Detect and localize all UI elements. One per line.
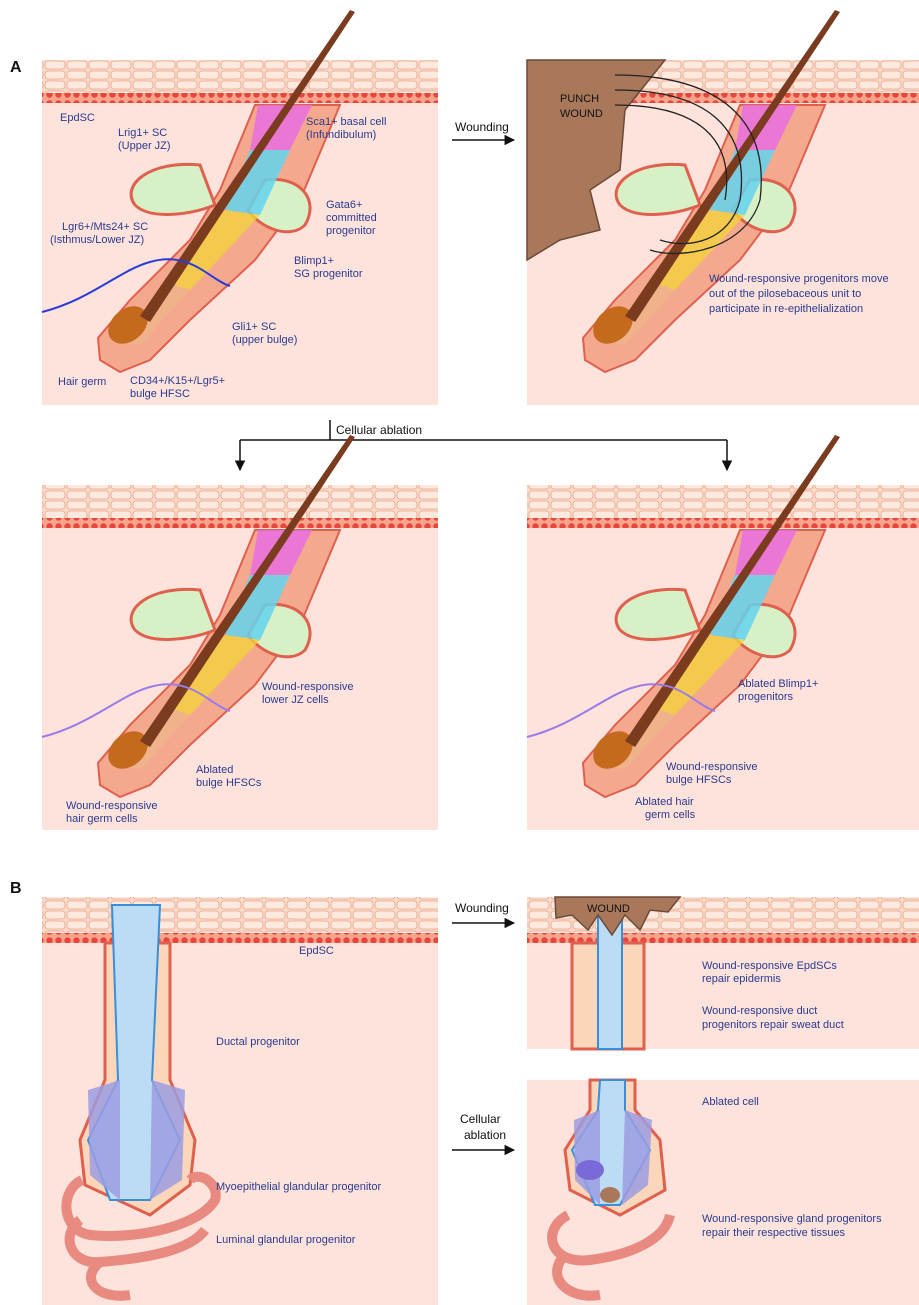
svg-text:lower JZ cells: lower JZ cells (262, 694, 329, 706)
svg-text:WOUND: WOUND (560, 108, 603, 120)
svg-text:Wound-responsive: Wound-responsive (666, 761, 758, 773)
svg-text:EpdSC: EpdSC (299, 945, 334, 957)
panel-a-label: A (10, 59, 22, 76)
svg-text:Cellular: Cellular (460, 1112, 501, 1126)
svg-text:(Upper JZ): (Upper JZ) (118, 140, 171, 152)
svg-text:Wound-responsive progenitors m: Wound-responsive progenitors move (709, 273, 889, 285)
svg-text:Wound-responsive: Wound-responsive (262, 681, 354, 693)
svg-text:Myoepithelial glandular progen: Myoepithelial glandular progenitor (216, 1181, 381, 1193)
svg-text:Wounding: Wounding (455, 120, 509, 134)
svg-text:Wound-responsive duct: Wound-responsive duct (702, 1005, 817, 1017)
svg-text:repair their respective tissue: repair their respective tissues (702, 1227, 846, 1239)
svg-text:(Infundibulum): (Infundibulum) (306, 129, 376, 141)
svg-text:WOUND: WOUND (587, 903, 630, 915)
arrow-wounding-b: Wounding (452, 901, 514, 923)
svg-text:Lgr6+/Mts24+ SC: Lgr6+/Mts24+ SC (62, 221, 148, 233)
svg-text:Wounding: Wounding (455, 901, 509, 915)
panel-a-bottom-left (42, 435, 438, 830)
svg-text:out of the pilosebaceous unit: out of the pilosebaceous unit to (709, 288, 861, 300)
svg-text:bulge HFSCs: bulge HFSCs (666, 774, 732, 786)
svg-text:repair epidermis: repair epidermis (702, 973, 781, 985)
svg-text:Sca1+ basal cell: Sca1+ basal cell (306, 116, 386, 128)
arrow-wounding-a: Wounding (452, 120, 514, 140)
svg-text:ablation: ablation (464, 1128, 506, 1142)
svg-text:Ablated: Ablated (196, 764, 233, 776)
svg-text:PUNCH: PUNCH (560, 93, 599, 105)
svg-text:Cellular ablation: Cellular ablation (336, 423, 422, 437)
panel-a-top-right (527, 10, 919, 405)
svg-text:hair germ cells: hair germ cells (66, 813, 138, 825)
svg-text:Ablated cell: Ablated cell (702, 1096, 759, 1108)
svg-text:(upper bulge): (upper bulge) (232, 334, 297, 346)
svg-text:SG progenitor: SG progenitor (294, 268, 363, 280)
svg-text:bulge HFSC: bulge HFSC (130, 388, 190, 400)
svg-text:EpdSC: EpdSC (60, 112, 95, 124)
svg-text:Gli1+ SC: Gli1+ SC (232, 321, 276, 333)
svg-text:Luminal glandular progenitor: Luminal glandular progenitor (216, 1234, 356, 1246)
svg-text:Ablated hair: Ablated hair (635, 796, 694, 808)
panel-b-bottom-right (527, 1080, 919, 1305)
svg-text:Wound-responsive EpdSCs: Wound-responsive EpdSCs (702, 960, 837, 972)
svg-text:bulge HFSCs: bulge HFSCs (196, 777, 262, 789)
svg-text:Blimp1+: Blimp1+ (294, 255, 334, 267)
svg-text:Wound-responsive gland progeni: Wound-responsive gland progenitors (702, 1213, 882, 1225)
svg-text:CD34+/K15+/Lgr5+: CD34+/K15+/Lgr5+ (130, 375, 225, 387)
arrow-cellular-ablation-b: Cellular ablation (452, 1112, 514, 1150)
arrow-cellular-ablation-a: Cellular ablation (240, 420, 727, 470)
svg-text:(Isthmus/Lower JZ): (Isthmus/Lower JZ) (50, 234, 144, 246)
svg-text:Lrig1+ SC: Lrig1+ SC (118, 127, 167, 139)
svg-text:progenitors: progenitors (738, 691, 794, 703)
svg-text:Wound-responsive: Wound-responsive (66, 800, 158, 812)
panel-b-label: B (10, 880, 22, 897)
svg-text:germ cells: germ cells (645, 809, 696, 821)
svg-text:Hair germ: Hair germ (58, 376, 106, 388)
svg-text:Ablated Blimp1+: Ablated Blimp1+ (738, 678, 818, 690)
svg-text:committed: committed (326, 212, 377, 224)
svg-text:Ductal progenitor: Ductal progenitor (216, 1036, 300, 1048)
svg-text:progenitor: progenitor (326, 225, 376, 237)
svg-text:participate in re-epithelializ: participate in re-epithelialization (709, 303, 863, 315)
svg-text:progenitors repair sweat duct: progenitors repair sweat duct (702, 1019, 844, 1031)
svg-text:Gata6+: Gata6+ (326, 199, 362, 211)
